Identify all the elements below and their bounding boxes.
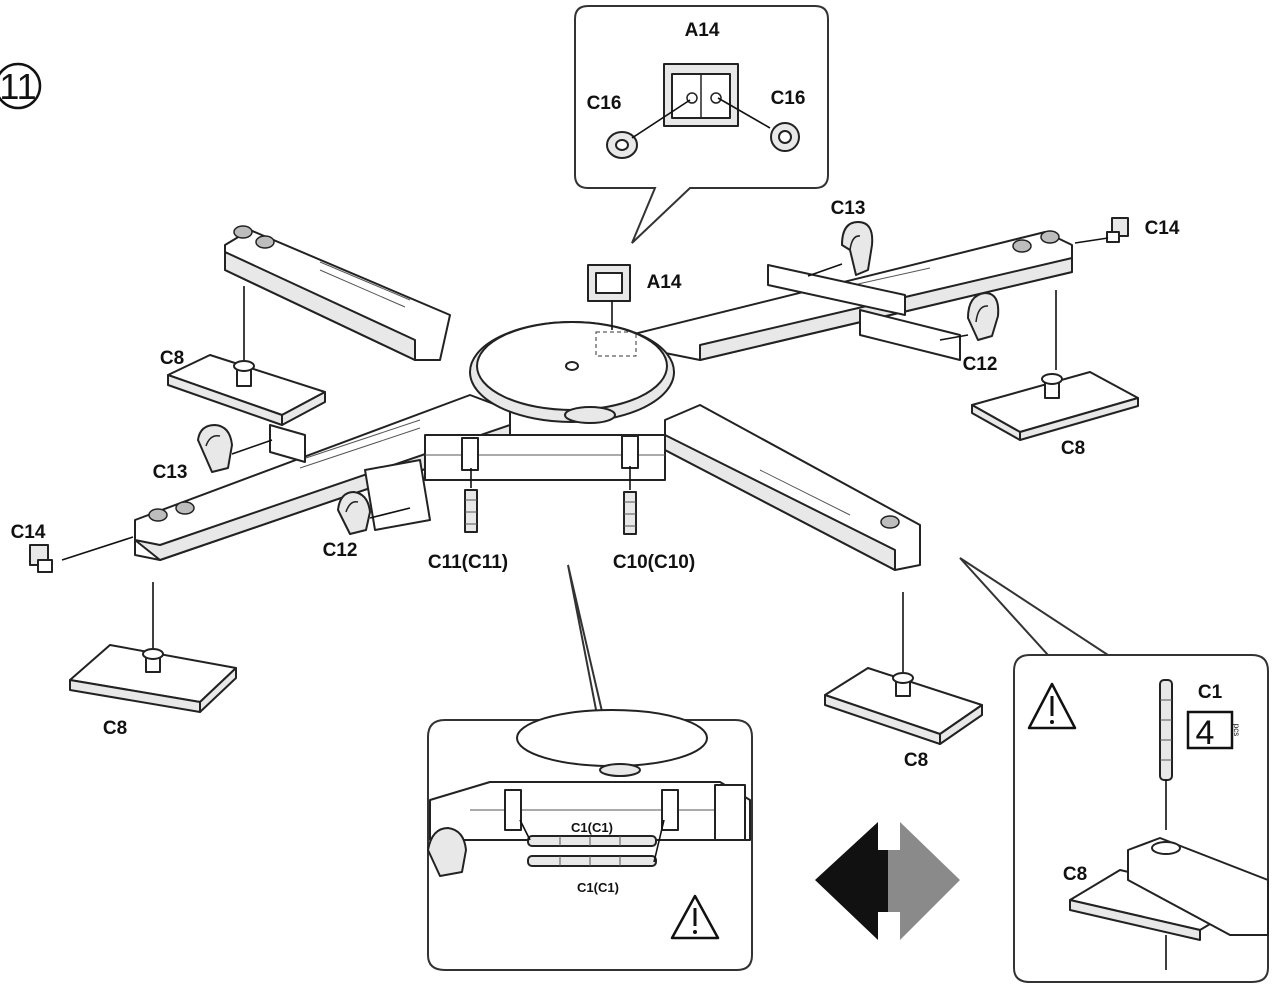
label-c8-bottom-mid: C8 [904, 750, 928, 771]
label-c1-upper: C1(C1) [571, 820, 613, 835]
quantity-box: 4 pcs [1186, 710, 1241, 752]
label-c8-top-left: C8 [160, 348, 184, 369]
pin-c1-detail-icon [1159, 679, 1173, 830]
label-c1-lower: C1(C1) [577, 880, 619, 895]
label-c16-right: C16 [771, 88, 806, 109]
label-c10: C10(C10) [613, 552, 695, 573]
label-c8-detail: C8 [1063, 864, 1087, 885]
clip-c12-right-icon [967, 292, 1000, 341]
warning-triangle-icon [670, 894, 720, 940]
label-c16-left: C16 [587, 93, 622, 114]
label-c14-right: C14 [1145, 218, 1180, 239]
label-a14-detail: A14 [685, 20, 720, 41]
cap-c14-left-icon [29, 544, 53, 573]
clip-c13-top-icon [841, 221, 874, 276]
nut-c16-right-icon [770, 122, 800, 152]
label-c8-bottom-left: C8 [103, 718, 127, 739]
base-frame [134, 225, 1073, 571]
label-c8-right: C8 [1061, 438, 1085, 459]
step-number: 11 [0, 66, 37, 107]
step-number-badge: 11 [0, 62, 42, 110]
clip-c13-left-icon [197, 424, 233, 473]
callout-a14-detail: A14 C16 C16 [574, 5, 829, 244]
foot-c8-right-icon [971, 371, 1139, 441]
label-c12-left: C12 [323, 540, 358, 561]
pin-c11-icon [464, 489, 478, 533]
quantity-value: 4 [1196, 714, 1215, 752]
cap-c14-right-icon [1106, 217, 1129, 243]
label-a14-main: A14 [647, 272, 682, 293]
bracket-a14-icon [663, 63, 739, 127]
foot-c8-top-left-icon [167, 354, 326, 426]
clip-c12-left-icon [337, 491, 371, 535]
label-c13-left: C13 [153, 462, 188, 483]
foot-c8-bottom-mid-icon [824, 667, 983, 745]
pin-c1-lower-icon [527, 855, 657, 867]
quantity-unit: pcs [1232, 724, 1241, 736]
callout-c1-detail: C1(C1) C1(C1) [427, 564, 753, 971]
callout-c1-c8-detail: C1 4 pcs C8 [959, 557, 1269, 983]
warning-triangle-icon [1027, 682, 1077, 730]
label-c12-right: C12 [963, 354, 998, 375]
bracket-a14-main-icon [587, 264, 631, 330]
foot-c8-bottom-left-icon [69, 644, 237, 713]
nut-c16-left-icon [606, 131, 638, 159]
label-c13-top: C13 [831, 198, 866, 219]
label-c14-left: C14 [11, 522, 46, 543]
label-c1-detail: C1 [1198, 682, 1223, 703]
pin-c1-upper-icon [527, 835, 657, 847]
double-arrow-icon [815, 822, 960, 940]
label-c11: C11(C11) [428, 552, 508, 573]
pin-c10-icon [623, 491, 637, 535]
